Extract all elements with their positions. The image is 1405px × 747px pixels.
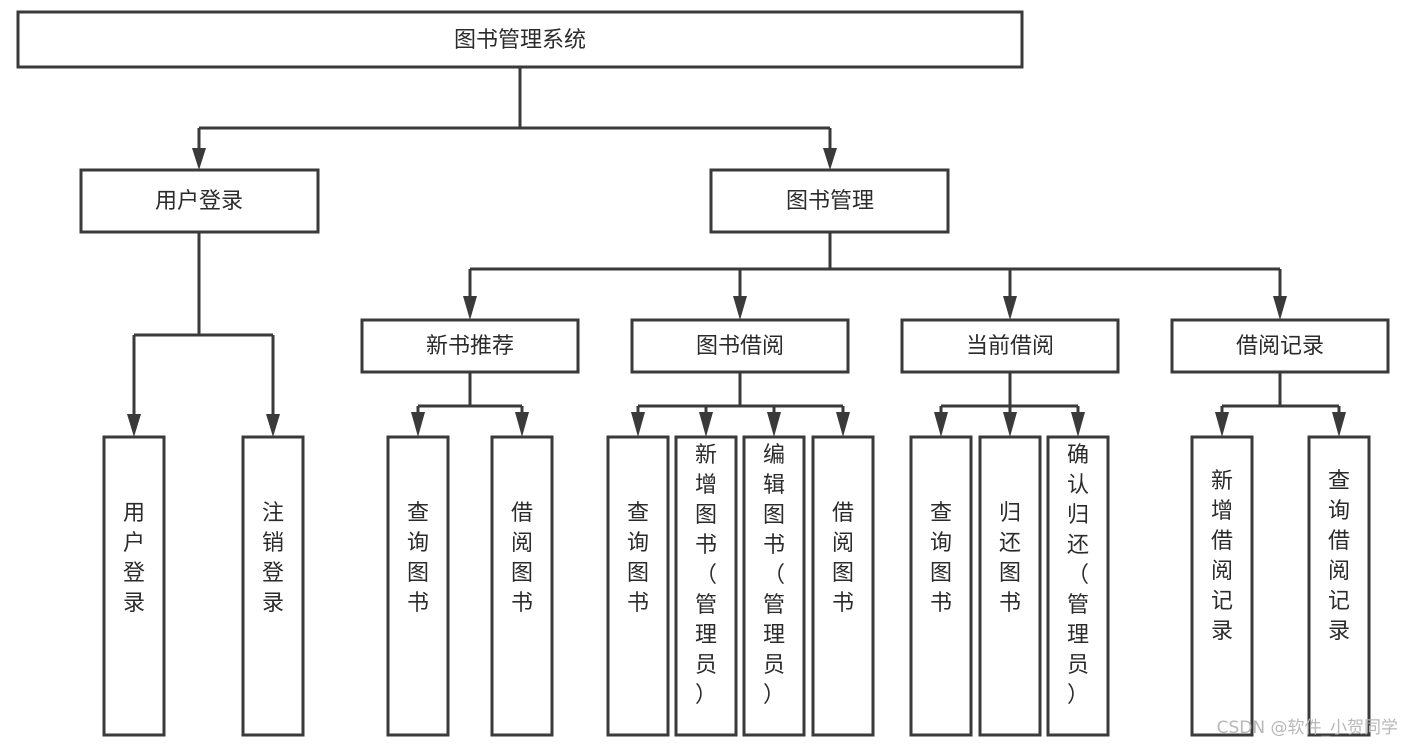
node-leaf-cb-confirm-return[interactable]: 确认归还（管理员） <box>1046 435 1110 737</box>
node-leaf-bb-edit-book[interactable]: 编辑图书（管理员） <box>742 435 806 737</box>
arrowhead-leaf-logout <box>266 414 280 437</box>
node-user-login-box[interactable] <box>79 168 320 234</box>
node-leaf-nb-borrow-book[interactable]: 借阅图书 <box>490 435 554 737</box>
node-leaf-bb-edit-book-box[interactable] <box>742 435 806 737</box>
node-leaf-cb-query-book[interactable]: 查询图书 <box>909 435 973 737</box>
node-leaf-user-login-box[interactable] <box>102 435 166 737</box>
arrowhead-nb-leaf1 <box>411 412 425 437</box>
node-leaf-bb-add-book[interactable]: 新增图书（管理员） <box>674 435 738 737</box>
node-book-borrow-label: 图书借阅 <box>696 334 784 359</box>
node-book-borrow-box[interactable] <box>630 318 850 374</box>
node-current-borrow[interactable]: 当前借阅 <box>900 318 1120 374</box>
arrowhead-bb-leaf1 <box>631 412 645 437</box>
node-leaf-bb-query-book-box[interactable] <box>606 435 670 737</box>
arrowhead-user-login <box>192 148 206 170</box>
arrowhead-book-borrow <box>733 296 747 320</box>
node-leaf-br-add-record-box[interactable] <box>1190 435 1254 737</box>
node-leaf-logout-box[interactable] <box>241 435 305 737</box>
arrowhead-current-borrow <box>1003 296 1017 320</box>
node-leaf-br-add-record[interactable]: 新增借阅记录 <box>1190 435 1254 737</box>
arrowhead-br-leaf1 <box>1215 412 1229 437</box>
node-leaf-bb-borrow-book[interactable]: 借阅图书 <box>811 435 875 737</box>
node-new-book-recommend[interactable]: 新书推荐 <box>360 318 580 374</box>
edge-group-new-book-to-leaves <box>411 372 529 437</box>
node-current-borrow-label: 当前借阅 <box>966 334 1054 359</box>
node-user-login[interactable]: 用户登录 <box>79 168 320 234</box>
node-leaf-logout[interactable]: 注销登录 <box>241 435 305 737</box>
edge-group-borrow-record-to-leaves <box>1215 372 1346 437</box>
node-leaf-cb-confirm-return-box[interactable] <box>1046 435 1110 737</box>
node-new-book-recommend-label: 新书推荐 <box>426 334 514 359</box>
watermark-label: CSDN @软件_小贺同学 <box>1217 718 1398 738</box>
node-borrow-record[interactable]: 借阅记录 <box>1170 318 1390 374</box>
node-leaf-bb-edit-book-label: 编辑图书（管理员） <box>763 443 785 708</box>
arrowhead-cb-leaf3 <box>1071 412 1085 437</box>
node-leaf-bb-borrow-book-label: 借阅图书 <box>832 501 854 616</box>
node-root-box[interactable] <box>16 10 1024 69</box>
arrowhead-bb-leaf4 <box>836 412 850 437</box>
node-leaf-br-add-record-label: 新增借阅记录 <box>1211 469 1233 644</box>
node-borrow-record-box[interactable] <box>1170 318 1390 374</box>
node-book-management-label: 图书管理 <box>786 189 874 214</box>
node-leaf-cb-return-book-box[interactable] <box>978 435 1042 737</box>
node-leaf-cb-query-book-label: 查询图书 <box>930 501 952 616</box>
node-leaf-nb-borrow-book-label: 借阅图书 <box>511 501 533 616</box>
node-leaf-bb-query-book-label: 查询图书 <box>627 501 649 616</box>
arrowhead-leaf-user-login <box>127 414 141 437</box>
arrowhead-br-leaf2 <box>1332 412 1346 437</box>
edge-group-root-to-level2 <box>192 67 837 170</box>
node-leaf-br-query-record-label: 查询借阅记录 <box>1328 469 1350 644</box>
node-leaf-cb-confirm-return-label: 确认归还（管理员） <box>1067 443 1089 708</box>
node-root-system[interactable]: 图书管理系统 <box>16 10 1024 69</box>
edge-group-current-borrow-to-leaves <box>934 372 1085 437</box>
node-leaf-logout-label: 注销登录 <box>262 501 284 616</box>
node-leaf-bb-add-book-label: 新增图书（管理员） <box>695 443 717 708</box>
arrowhead-book-mgmt <box>823 148 837 170</box>
edge-group-book-mgmt-to-level3 <box>463 232 1287 320</box>
node-new-book-recommend-box[interactable] <box>360 318 580 374</box>
node-leaf-cb-return-book[interactable]: 归还图书 <box>978 435 1042 737</box>
node-user-login-label: 用户登录 <box>155 189 243 214</box>
arrowhead-bb-leaf2 <box>699 412 713 437</box>
arrowhead-cb-leaf2 <box>1003 412 1017 437</box>
node-leaf-cb-return-book-label: 归还图书 <box>999 501 1021 616</box>
node-root-label: 图书管理系统 <box>454 28 586 53</box>
node-book-borrow[interactable]: 图书借阅 <box>630 318 850 374</box>
node-leaf-nb-query-book[interactable]: 查询图书 <box>386 435 450 737</box>
node-leaf-bb-add-book-box[interactable] <box>674 435 738 737</box>
node-leaf-nb-query-book-box[interactable] <box>386 435 450 737</box>
node-leaf-br-query-record[interactable]: 查询借阅记录 <box>1307 435 1371 737</box>
edge-group-user-login-to-leaves <box>127 232 280 437</box>
node-current-borrow-box[interactable] <box>900 318 1120 374</box>
node-leaf-user-login-label: 用户登录 <box>123 501 145 616</box>
arrowhead-cb-leaf1 <box>934 412 948 437</box>
node-borrow-record-label: 借阅记录 <box>1236 334 1324 359</box>
node-book-management-box[interactable] <box>709 168 950 234</box>
arrowhead-bb-leaf3 <box>767 412 781 437</box>
node-book-management[interactable]: 图书管理 <box>709 168 950 234</box>
arrowhead-nb-leaf2 <box>515 412 529 437</box>
node-leaf-bb-query-book[interactable]: 查询图书 <box>606 435 670 737</box>
node-leaf-nb-borrow-book-box[interactable] <box>490 435 554 737</box>
node-leaf-cb-query-book-box[interactable] <box>909 435 973 737</box>
node-leaf-br-query-record-box[interactable] <box>1307 435 1371 737</box>
node-leaf-bb-borrow-book-box[interactable] <box>811 435 875 737</box>
node-leaf-user-login[interactable]: 用户登录 <box>102 435 166 737</box>
arrowhead-borrow-record <box>1273 296 1287 320</box>
edge-group-book-borrow-to-leaves <box>631 372 850 437</box>
arrowhead-new-book-recommend <box>463 296 477 320</box>
node-leaf-nb-query-book-label: 查询图书 <box>407 501 429 616</box>
